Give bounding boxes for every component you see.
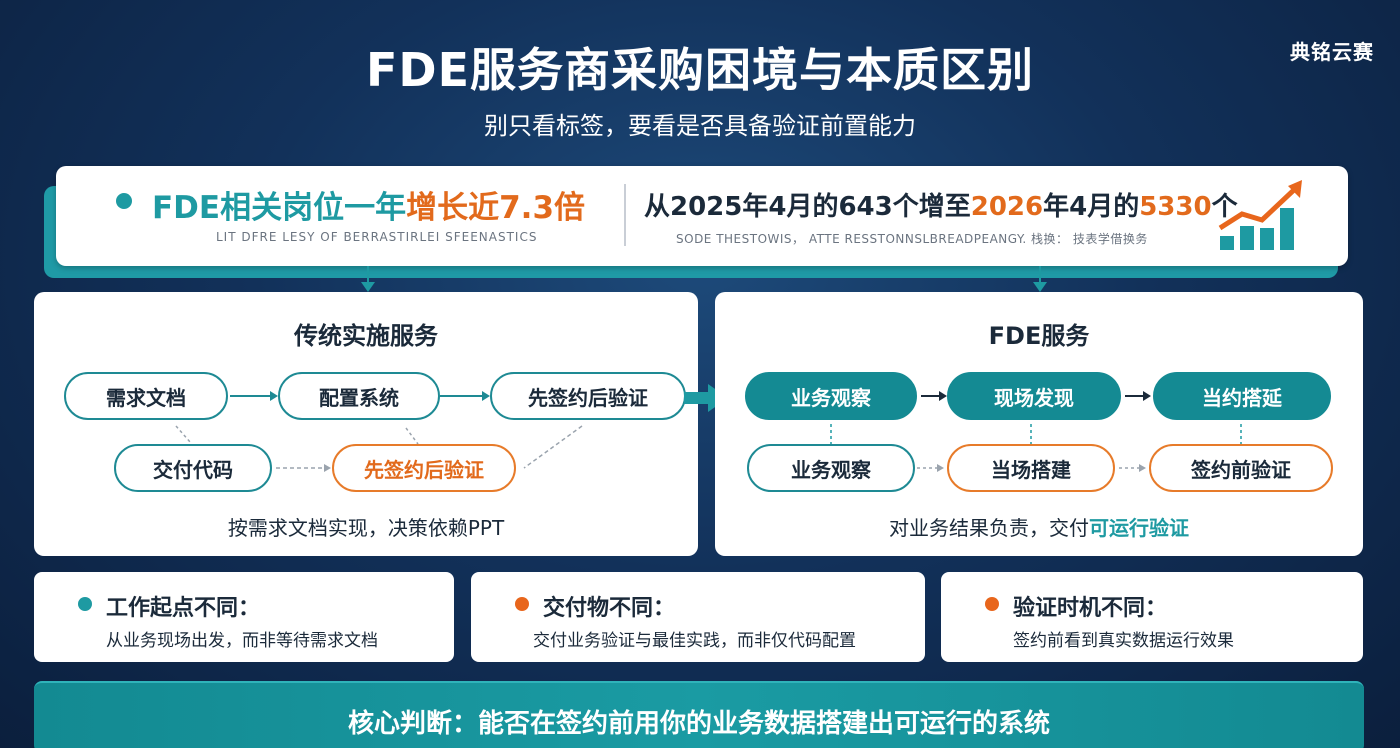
step-build-onsite: 当场搭建 xyxy=(947,444,1115,492)
difference-desc: 交付业务验证与最佳实践，而非仅代码配置 xyxy=(533,631,856,651)
brand-logo-text: 典铭云赛 xyxy=(1290,40,1374,64)
arrow-down-right-icon xyxy=(1033,266,1047,292)
count-stat-year: 2026 xyxy=(970,192,1044,222)
difference-desc: 签约前看到真实数据运行效果 xyxy=(1013,631,1234,651)
difference-card-timing: 验证时机不同： 签约前看到真实数据运行效果 xyxy=(941,572,1363,662)
fde-caption: 对业务结果负责，交付可运行验证 xyxy=(715,512,1363,541)
step-onsite-discovery: 现场发现 xyxy=(947,372,1121,420)
fde-caption-prefix: 对业务结果负责，交付 xyxy=(889,516,1089,540)
traditional-title: 传统实施服务 xyxy=(294,322,438,350)
step-deliver-code: 交付代码 xyxy=(114,444,272,492)
difference-title: 工作起点不同： xyxy=(106,596,261,621)
banner-divider xyxy=(624,184,626,246)
difference-title: 交付物不同： xyxy=(543,596,676,621)
growth-chart-icon xyxy=(1218,180,1302,250)
step-build-on-contract: 当约搭延 xyxy=(1153,372,1331,420)
step-business-observation: 业务观察 xyxy=(745,372,917,420)
fde-connectors xyxy=(830,391,1242,472)
count-stat: 从2025年4月的643个增至2026年4月的5330个 xyxy=(644,186,1238,223)
growth-stat-note: LIT DFRE LESY OF BERRASTIRLEI SFEENASTIC… xyxy=(216,230,538,244)
stat-banner: FDE相关岗位一年增长近7.3倍 LIT DFRE LESY OF BERRAS… xyxy=(56,166,1348,266)
core-judgment-banner: 核心判断：能否在签约前用你的业务数据搭建出可运行的系统 xyxy=(34,681,1364,748)
step-configure-system: 配置系统 xyxy=(278,372,440,420)
growth-stat-highlight: 增长近7.3倍 xyxy=(406,190,586,226)
bullet-dot-icon xyxy=(985,597,999,611)
traditional-caption: 按需求文档实现，决策依赖PPT xyxy=(227,516,505,540)
step-sign-then-verify-highlight: 先签约后验证 xyxy=(332,444,516,492)
bullet-dot-icon xyxy=(116,193,132,209)
arrow-down-left-icon xyxy=(361,266,375,292)
fde-caption-highlight: 可运行验证 xyxy=(1089,516,1189,540)
traditional-service-panel: 传统实施服务 需求文档 配置系统 先签约后验证 交付代码 先签约后验证 按需求文… xyxy=(34,292,698,556)
difference-card-deliverable: 交付物不同： 交付业务验证与最佳实践，而非仅代码配置 xyxy=(471,572,925,662)
step-sign-then-verify: 先签约后验证 xyxy=(490,372,686,420)
difference-title: 验证时机不同： xyxy=(1013,596,1168,621)
count-stat-note: SODE THESTOWIS， ATTE RESSTONNSLBREADPEAN… xyxy=(676,232,1148,246)
step-verify-before-signing: 签约前验证 xyxy=(1149,444,1333,492)
page-subtitle: 别只看标签，要看是否具备验证前置能力 xyxy=(484,112,916,140)
growth-stat: FDE相关岗位一年增长近7.3倍 xyxy=(152,182,585,227)
bullet-dot-icon xyxy=(78,597,92,611)
count-stat-number: 5330 xyxy=(1139,192,1212,222)
step-requirements-doc: 需求文档 xyxy=(64,372,228,420)
traditional-connectors xyxy=(175,391,583,472)
count-stat-part1: 从2025年4月的643个增至 xyxy=(644,192,971,222)
bullet-dot-icon xyxy=(515,597,529,611)
core-judgment-text: 核心判断：能否在签约前用你的业务数据搭建出可运行的系统 xyxy=(347,709,1050,739)
growth-stat-prefix: FDE相关岗位一年 xyxy=(152,190,407,226)
fde-service-panel: FDE服务 业务观察 现场发现 当约搭延 业务观察 当场搭建 签约前验证 对业务… xyxy=(715,292,1363,556)
count-stat-part2: 年4月的 xyxy=(1043,192,1140,222)
page-title: FDE服务商采购困境与本质区别 xyxy=(365,43,1035,97)
difference-card-start: 工作起点不同： 从业务现场出发，而非等待需求文档 xyxy=(34,572,454,662)
fde-title: FDE服务 xyxy=(988,322,1090,350)
step-business-observation-2: 业务观察 xyxy=(747,444,915,492)
difference-desc: 从业务现场出发，而非等待需求文档 xyxy=(106,631,378,651)
